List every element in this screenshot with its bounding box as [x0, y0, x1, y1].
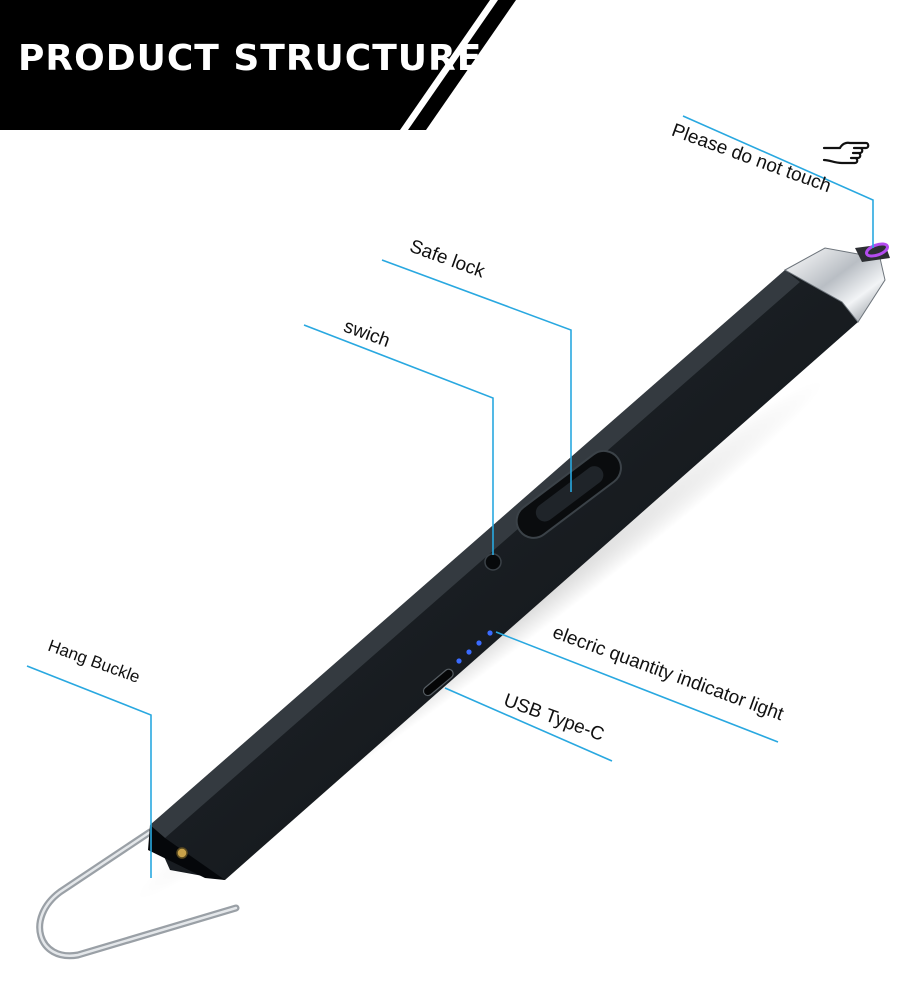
hang-buckle-wire-highlight	[38, 830, 238, 957]
plasma-arc	[865, 242, 889, 258]
banner-background	[0, 0, 490, 130]
lighter-body	[150, 270, 858, 880]
usb-c-port	[422, 668, 454, 697]
callout-line-switch	[303, 324, 494, 555]
banner-stripe	[408, 0, 516, 130]
end-cap-screw	[176, 847, 188, 859]
callout-line-safe-lock	[381, 259, 572, 492]
callout-line-hang-buckle	[26, 665, 152, 878]
safe-lock-slider	[515, 449, 622, 539]
page-title: PRODUCT STRUCTURE	[18, 38, 483, 79]
lighter-end-cap	[148, 825, 225, 880]
callout-line-touch	[682, 115, 874, 248]
callout-line-indicator	[495, 631, 779, 743]
pointing-hand-icon	[822, 141, 870, 165]
switch-button	[484, 553, 502, 571]
ignition-tip	[855, 244, 890, 262]
metal-head	[783, 247, 886, 323]
callout-line-usb	[444, 687, 613, 762]
lighter-body-top-edge	[150, 270, 800, 838]
indicator-lights	[456, 630, 493, 664]
